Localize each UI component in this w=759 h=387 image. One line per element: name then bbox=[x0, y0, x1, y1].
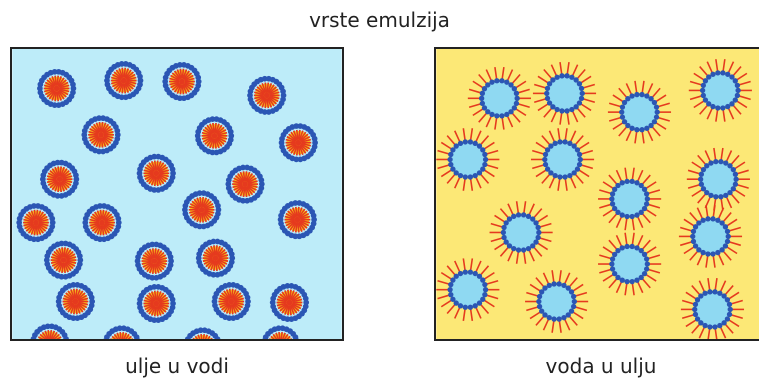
oil-droplet bbox=[136, 283, 176, 323]
oil-droplet bbox=[16, 203, 56, 243]
oil-droplet bbox=[37, 68, 77, 108]
oil-droplet bbox=[30, 323, 69, 339]
oil-droplet bbox=[55, 282, 96, 322]
oil-droplet bbox=[195, 238, 236, 278]
oil-droplet bbox=[262, 325, 299, 339]
oil-droplet bbox=[247, 75, 287, 115]
oil-droplet bbox=[43, 240, 84, 280]
oil-droplet bbox=[104, 61, 144, 101]
oil-droplet bbox=[103, 325, 141, 339]
water-droplet bbox=[678, 205, 743, 268]
oil-in-water-panel bbox=[10, 47, 344, 341]
oil-droplet bbox=[194, 116, 235, 156]
oil-droplet bbox=[136, 153, 176, 193]
water-droplet bbox=[680, 278, 745, 339]
oil-droplet bbox=[184, 327, 221, 339]
oil-droplet bbox=[269, 282, 310, 323]
oil-droplet bbox=[278, 123, 318, 163]
oil-droplet bbox=[225, 164, 265, 204]
water-droplet bbox=[467, 66, 531, 130]
water-droplet bbox=[530, 128, 595, 191]
oil-droplet bbox=[82, 203, 122, 243]
water-droplet bbox=[436, 258, 500, 322]
water-droplet bbox=[598, 232, 662, 296]
water-in-oil-caption: voda u ulju bbox=[545, 354, 657, 378]
oil-droplet bbox=[134, 241, 174, 281]
oil-droplet bbox=[81, 115, 121, 155]
water-in-oil-panel bbox=[434, 47, 759, 341]
oil-droplet bbox=[277, 200, 317, 240]
oil-in-water-caption: ulje u vodi bbox=[125, 354, 229, 378]
water-droplet bbox=[688, 59, 752, 122]
water-droplet bbox=[598, 167, 662, 231]
water-in-oil-illustration bbox=[436, 49, 759, 339]
oil-droplet bbox=[39, 159, 80, 199]
water-droplet bbox=[607, 80, 672, 144]
water-droplet bbox=[489, 201, 553, 264]
oil-in-water-illustration bbox=[12, 49, 342, 339]
water-droplet bbox=[436, 128, 500, 191]
water-droplet bbox=[525, 270, 589, 333]
oil-droplet bbox=[162, 62, 202, 102]
water-droplet bbox=[532, 62, 597, 125]
diagram-title: vrste emulzija bbox=[309, 8, 450, 32]
oil-droplet bbox=[211, 282, 251, 322]
oil-droplet bbox=[182, 190, 222, 230]
